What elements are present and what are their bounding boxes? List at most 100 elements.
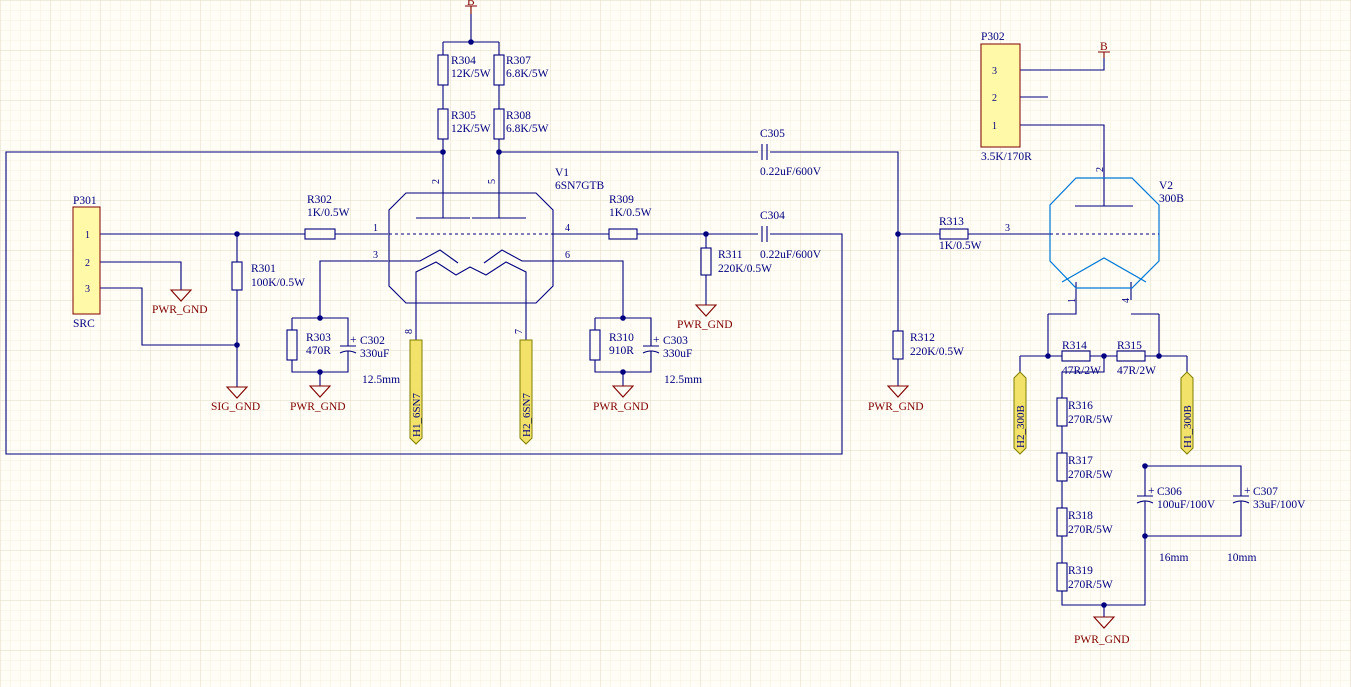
svg-text:2: 2: [85, 258, 90, 269]
svg-text:R315: R315: [1117, 340, 1142, 352]
svg-text:H1_300B: H1_300B: [1182, 405, 1194, 448]
svg-text:C302: C302: [360, 335, 385, 347]
svg-text:6: 6: [565, 250, 570, 261]
svg-text:6SN7GTB: 6SN7GTB: [555, 180, 605, 192]
svg-text:R309: R309: [609, 194, 634, 206]
resistor-r307[interactable]: R307 6.8K/5W: [493, 54, 549, 86]
svg-text:R304: R304: [451, 55, 476, 67]
svg-text:PWR_GND: PWR_GND: [152, 304, 208, 316]
svg-text:47R/2W: 47R/2W: [1062, 365, 1101, 377]
capacitor-c304[interactable]: C304 0.22uF/600V: [760, 210, 822, 261]
resistor-r309[interactable]: R309 1K/0.5W: [608, 194, 652, 240]
svg-text:SRC: SRC: [73, 318, 95, 330]
svg-text:4: 4: [565, 223, 570, 234]
svg-text:C307: C307: [1253, 486, 1278, 498]
svg-text:R317: R317: [1068, 455, 1093, 467]
capacitor-c306[interactable]: + C306 100uF/100V: [1136, 485, 1216, 511]
svg-text:12K/5W: 12K/5W: [451, 123, 491, 135]
svg-text:C306: C306: [1157, 486, 1182, 498]
wires: [5, 14, 1242, 617]
svg-text:+: +: [1244, 485, 1251, 497]
svg-text:PWR_GND: PWR_GND: [290, 401, 346, 413]
svg-text:R316: R316: [1068, 400, 1093, 412]
svg-text:6.8K/5W: 6.8K/5W: [506, 123, 549, 135]
resistor-r319[interactable]: R319 270R/5W: [1056, 562, 1113, 592]
svg-text:H2_6SN7: H2_6SN7: [521, 392, 533, 437]
resistor-r310[interactable]: R310 910R: [589, 329, 634, 361]
resistor-r302[interactable]: R302 1K/0.5W: [304, 194, 350, 240]
resistor-r318[interactable]: R318 270R/5W: [1056, 507, 1113, 537]
svg-text:H1_6SN7: H1_6SN7: [411, 392, 423, 437]
svg-text:PWR_GND: PWR_GND: [593, 401, 649, 413]
note-size-1: 12.5mm: [362, 374, 400, 386]
svg-text:47R/2W: 47R/2W: [1117, 365, 1156, 377]
note-size-2: 12.5mm: [664, 374, 702, 386]
ground-pwr-1: PWR_GND: [152, 289, 208, 316]
resistor-r305[interactable]: R305 12K/5W: [437, 108, 491, 140]
svg-text:5: 5: [487, 179, 498, 184]
ground-sig: SIG_GND: [211, 386, 260, 413]
svg-text:P302: P302: [981, 31, 1005, 43]
tube-v1[interactable]: V1 6SN7GTB 1 2 3 4 5 6 7 8: [373, 167, 605, 334]
resistor-r317[interactable]: R317 270R/5W: [1056, 452, 1113, 482]
svg-text:7: 7: [514, 329, 525, 334]
connector-p301[interactable]: P301 SRC 1 2 3: [72, 195, 101, 330]
svg-text:4: 4: [1121, 298, 1132, 303]
b-supply-flag-p302: B: [1098, 41, 1110, 58]
svg-text:+: +: [350, 334, 357, 346]
capacitor-c305[interactable]: C305 0.22uF/600V: [760, 128, 822, 178]
b-supply-flag-top: B: [465, 0, 477, 14]
resistor-r313[interactable]: R313 1K/0.5W: [939, 216, 982, 252]
svg-text:2: 2: [992, 93, 997, 104]
port-h1-6sn7[interactable]: H1_6SN7: [409, 339, 423, 445]
port-h2-300b[interactable]: H2_300B: [1013, 371, 1027, 455]
port-h1-300b[interactable]: H1_300B: [1180, 371, 1194, 455]
svg-text:330uF: 330uF: [663, 348, 692, 360]
note-size-4: 10mm: [1227, 552, 1256, 564]
svg-text:R305: R305: [451, 110, 476, 122]
svg-text:SIG_GND: SIG_GND: [211, 401, 260, 413]
resistor-r314[interactable]: R314 47R/2W: [1061, 340, 1101, 377]
resistor-r312[interactable]: R312 220K/0.5W: [892, 330, 964, 360]
ground-pwr-4: PWR_GND: [593, 385, 649, 413]
resistor-r308[interactable]: R308 6.8K/5W: [493, 108, 549, 140]
svg-text:B: B: [467, 0, 475, 8]
svg-text:330uF: 330uF: [360, 348, 389, 360]
svg-text:R313: R313: [939, 216, 964, 228]
svg-text:R310: R310: [609, 332, 634, 344]
resistor-r304[interactable]: R304 12K/5W: [437, 54, 491, 86]
resistor-r311[interactable]: R311 220K/0.5W: [700, 247, 772, 276]
resistor-r316[interactable]: R316 270R/5W: [1056, 397, 1113, 427]
svg-text:B: B: [1100, 41, 1108, 53]
svg-text:33uF/100V: 33uF/100V: [1253, 499, 1306, 511]
svg-text:R318: R318: [1068, 510, 1093, 522]
svg-text:12K/5W: 12K/5W: [451, 68, 491, 80]
svg-text:R307: R307: [506, 55, 531, 67]
port-h2-6sn7[interactable]: H2_6SN7: [519, 339, 533, 445]
svg-text:300B: 300B: [1159, 193, 1184, 205]
capacitor-c307[interactable]: + C307 33uF/100V: [1232, 485, 1306, 511]
svg-text:6.8K/5W: 6.8K/5W: [506, 68, 549, 80]
svg-text:H2_300B: H2_300B: [1015, 405, 1027, 448]
ground-pwr-5: PWR_GND: [868, 385, 924, 413]
capacitor-c302[interactable]: + C302 330uF: [339, 330, 389, 360]
capacitor-c303[interactable]: + C303 330uF: [642, 330, 692, 360]
svg-text:P301: P301: [73, 195, 97, 207]
resistor-r303[interactable]: R303 470R: [286, 329, 331, 361]
svg-text:R308: R308: [506, 110, 531, 122]
svg-text:0.22uF/600V: 0.22uF/600V: [760, 166, 822, 178]
tube-v2[interactable]: V2 300B 3 2 1 4: [1005, 167, 1184, 303]
svg-text:1K/0.5W: 1K/0.5W: [609, 207, 652, 219]
ground-pwr-3: PWR_GND: [677, 304, 733, 331]
resistor-r301[interactable]: R301 100K/0.5W: [231, 261, 305, 291]
connector-p302[interactable]: P302 3.5K/170R 3 2 1: [980, 31, 1032, 163]
junctions: [234, 39, 1162, 608]
svg-text:8: 8: [404, 329, 415, 334]
svg-text:R312: R312: [910, 332, 935, 344]
svg-text:1: 1: [992, 121, 997, 132]
svg-text:3: 3: [1005, 223, 1010, 234]
svg-text:3: 3: [85, 284, 90, 295]
svg-text:270R/5W: 270R/5W: [1068, 579, 1113, 591]
resistor-r315[interactable]: R315 47R/2W: [1116, 340, 1156, 377]
